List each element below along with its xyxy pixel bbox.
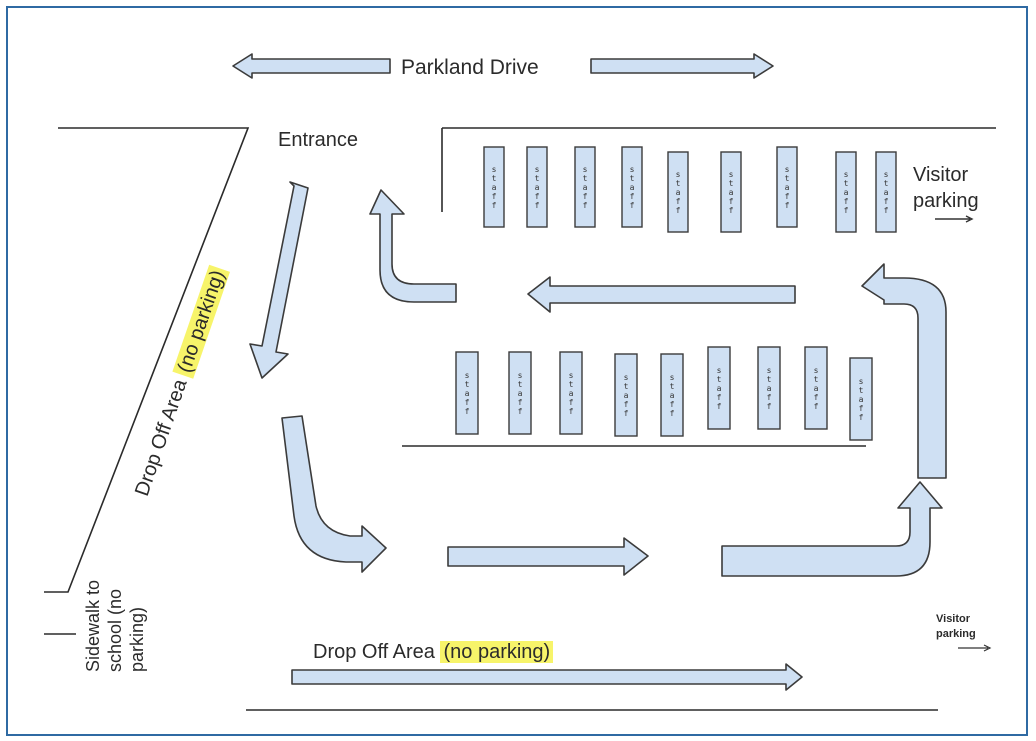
- visitor-parking-upper: Visitor parking: [913, 162, 979, 214]
- top-stall-1: [483, 146, 505, 228]
- bottom-up-turn-arrow: [721, 481, 943, 577]
- top-stall-8: [835, 151, 857, 233]
- top-stall-9: [875, 151, 897, 233]
- map-frame: [6, 6, 1028, 736]
- mid-stall-9: [849, 357, 873, 441]
- entrance-down-arrow: [249, 181, 309, 379]
- mid-stall-4: [614, 353, 638, 437]
- bottom-right-arrow: [447, 537, 649, 576]
- mid-stall-1: [455, 351, 479, 435]
- curve-down-right-arrow: [281, 415, 387, 573]
- right-up-left-arrow: [861, 263, 947, 479]
- top-stall-4: [621, 146, 643, 228]
- top-stall-6: [720, 151, 742, 233]
- parkland-arrow-right: [590, 53, 774, 79]
- road-edge-upper-left: [44, 127, 250, 593]
- mid-stall-6: [707, 346, 731, 430]
- top-stall-3: [574, 146, 596, 228]
- visitor-arrow-lower: [958, 644, 992, 652]
- drop-off-bottom-label: Drop Off Area (no parking): [313, 641, 554, 663]
- mid-stall-8: [804, 346, 828, 430]
- up-turn-arrow: [369, 189, 457, 303]
- top-stall-5: [667, 151, 689, 233]
- middle-left-arrow: [527, 276, 796, 313]
- top-stall-2: [526, 146, 548, 228]
- parkland-arrow-left: [232, 53, 391, 79]
- drop-off-bottom-text: Drop Off Area: [313, 641, 435, 663]
- entrance-label: Entrance: [278, 129, 359, 151]
- street-name: Parkland Drive: [401, 56, 539, 79]
- mid-stall-5: [660, 353, 684, 437]
- drop-off-bottom-arrow: [291, 663, 803, 691]
- visitor-arrow-upper: [935, 215, 974, 223]
- visitor-parking-lower-line1: Visitor: [936, 613, 971, 625]
- mid-stall-7: [757, 346, 781, 430]
- visitor-parking-upper-line2: parking: [913, 190, 979, 212]
- mid-stall-3: [559, 351, 583, 435]
- drop-off-bottom-note: (no parking): [440, 641, 554, 663]
- mid-stall-2: [508, 351, 532, 435]
- visitor-parking-lower: Visitor parking: [936, 612, 976, 642]
- visitor-parking-lower-line2: parking: [936, 627, 976, 640]
- visitor-parking-upper-line1: Visitor: [913, 164, 969, 186]
- top-stall-7: [776, 146, 798, 228]
